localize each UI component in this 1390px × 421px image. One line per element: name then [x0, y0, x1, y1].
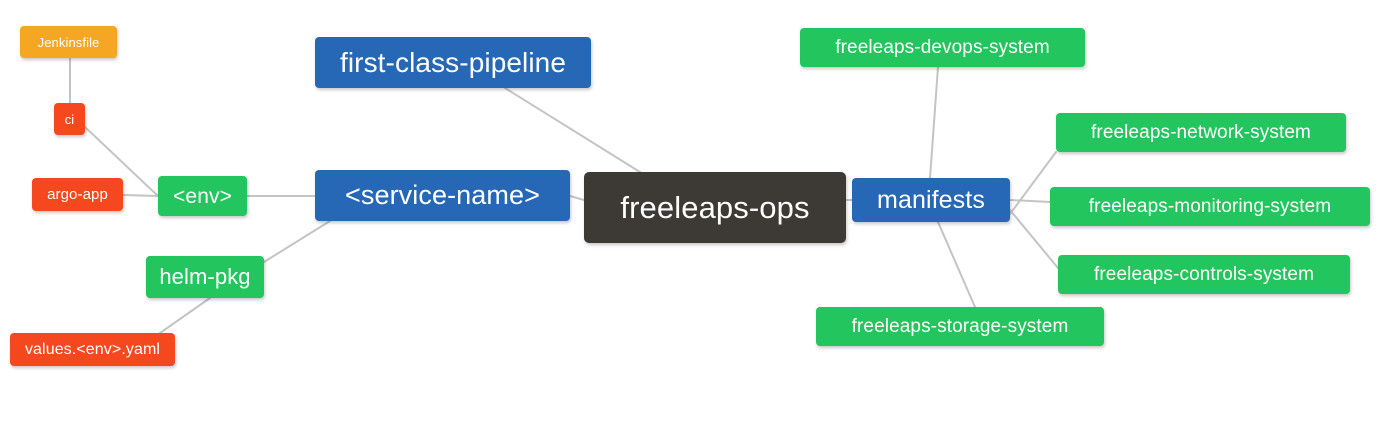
node-env[interactable]: <env> [158, 176, 247, 216]
edge-service-name-to-freeleaps-ops [569, 195, 585, 201]
node-monitoring-system[interactable]: freeleaps-monitoring-system [1050, 187, 1370, 226]
node-manifests[interactable]: manifests [852, 178, 1010, 222]
node-storage-system[interactable]: freeleaps-storage-system [816, 307, 1104, 346]
edge-manifests-to-storage-system [937, 221, 976, 308]
node-service-name[interactable]: <service-name> [315, 170, 570, 221]
edge-first-class-pipeline-to-freeleaps-ops [504, 87, 641, 173]
edge-manifests-to-devops-system [929, 66, 939, 179]
node-jenkinsfile[interactable]: Jenkinsfile [20, 26, 117, 58]
node-argo-app[interactable]: argo-app [32, 178, 123, 211]
edge-argo-app-to-env [122, 194, 159, 197]
node-freeleaps-ops[interactable]: freeleaps-ops [584, 172, 846, 243]
node-devops-system[interactable]: freeleaps-devops-system [800, 28, 1085, 67]
node-first-class-pipeline[interactable]: first-class-pipeline [315, 37, 591, 88]
node-helm-pkg[interactable]: helm-pkg [146, 256, 264, 298]
edge-values-yaml-to-helm-pkg [159, 297, 211, 334]
node-values-yaml[interactable]: values.<env>.yaml [10, 333, 175, 366]
edge-manifests-to-monitoring-system [1009, 199, 1051, 203]
node-network-system[interactable]: freeleaps-network-system [1056, 113, 1346, 152]
edge-helm-pkg-to-service-name [263, 220, 331, 263]
node-ci[interactable]: ci [54, 103, 85, 135]
node-controls-system[interactable]: freeleaps-controls-system [1058, 255, 1350, 294]
